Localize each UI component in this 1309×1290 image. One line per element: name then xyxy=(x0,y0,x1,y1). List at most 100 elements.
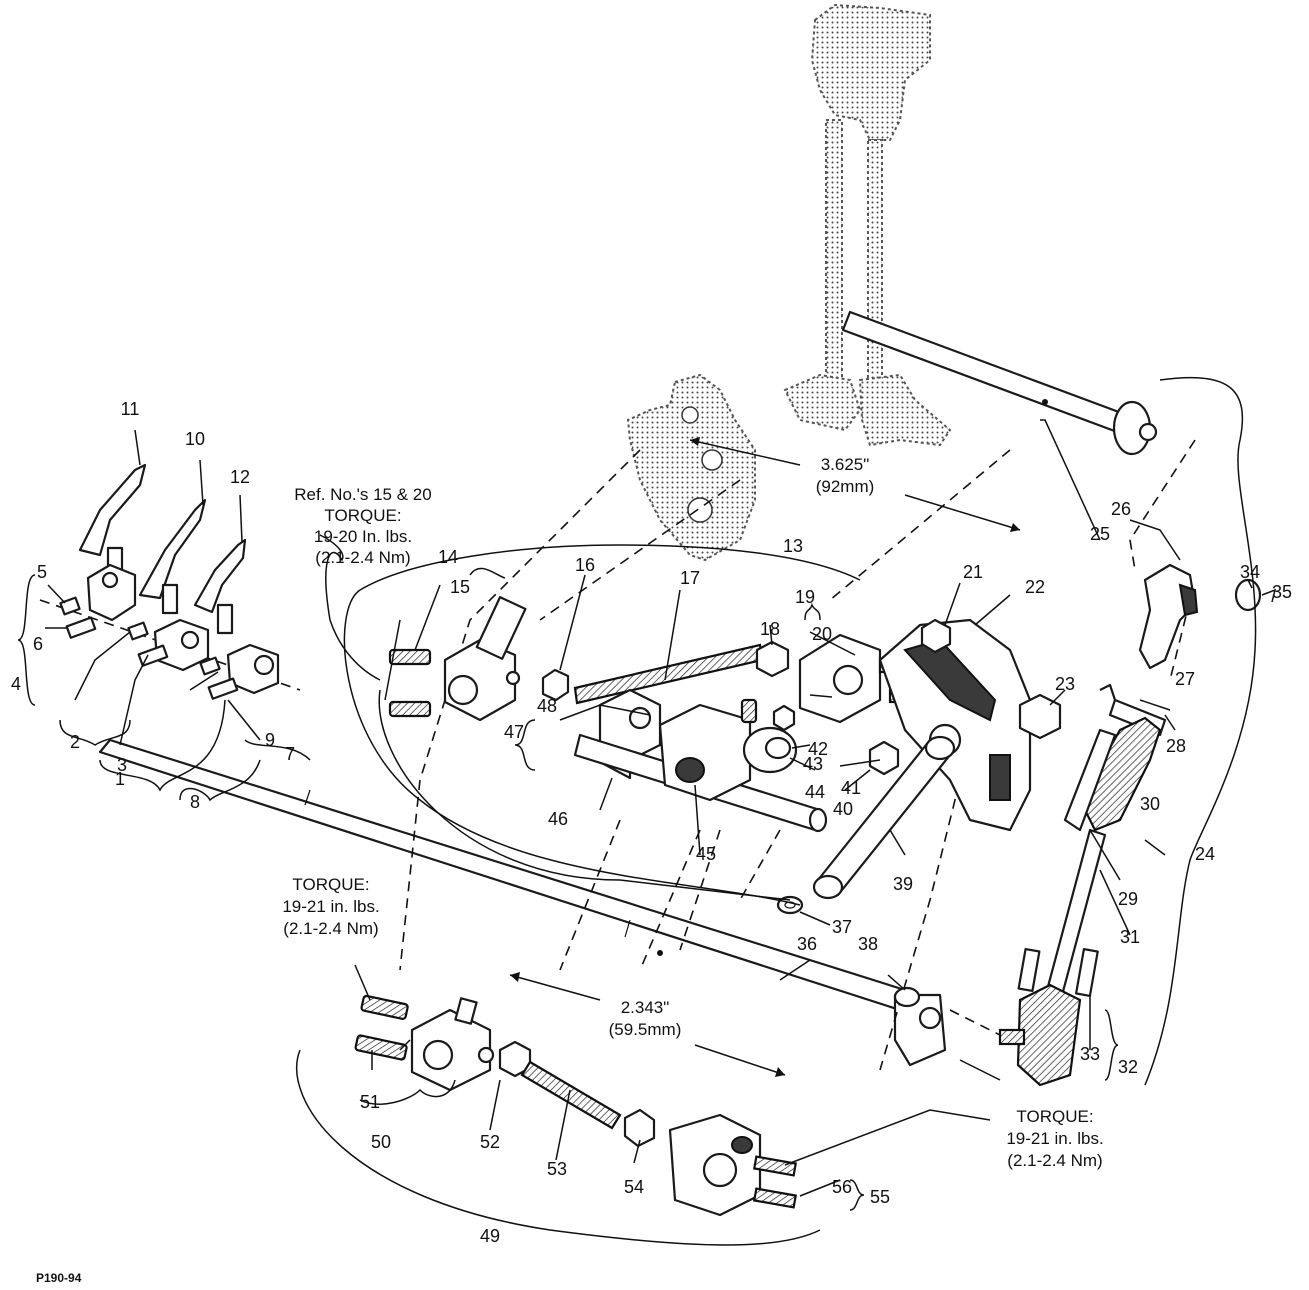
clamp-block-4 xyxy=(86,563,137,622)
screws-15 xyxy=(388,648,432,718)
ref-number-49: 49 xyxy=(480,1226,500,1246)
ref-number-22: 22 xyxy=(1025,577,1045,597)
ref-number-24: 24 xyxy=(1195,844,1215,864)
torque-note-right-line1: TORQUE: xyxy=(1016,1107,1093,1126)
ref-number-53: 53 xyxy=(547,1159,567,1179)
ref-number-21: 21 xyxy=(963,562,983,582)
ref-number-51: 51 xyxy=(360,1092,380,1112)
torque-note-15-20: Ref. No.'s 15 & 20 TORQUE: 19-20 In. lbs… xyxy=(294,485,431,567)
torque-note-left-line1: TORQUE: xyxy=(292,875,369,894)
ref-number-34: 34 xyxy=(1240,562,1260,582)
link-29 xyxy=(1063,716,1166,856)
ref-number-56: 56 xyxy=(832,1177,852,1197)
collar-44 xyxy=(740,698,798,774)
ref-number-41: 41 xyxy=(841,778,861,798)
ref-number-27: 27 xyxy=(1175,669,1195,689)
ref-number-37: 37 xyxy=(832,917,852,937)
ref-number-25: 25 xyxy=(1090,524,1110,544)
ref-number-1: 1 xyxy=(115,769,125,789)
ref-number-36: 36 xyxy=(797,934,817,954)
nut-21 xyxy=(920,618,952,654)
torque-note-left-line3: (2.1-2.4 Nm) xyxy=(283,919,378,938)
braces xyxy=(17,376,1257,1246)
ref-number-46: 46 xyxy=(548,809,568,829)
ref-number-3: 3 xyxy=(117,755,127,775)
ref-number-32: 32 xyxy=(1118,1057,1138,1077)
ref-number-28: 28 xyxy=(1166,736,1186,756)
ref-number-29: 29 xyxy=(1118,889,1138,909)
torque-note-left: TORQUE: 19-21 in. lbs. (2.1-2.4 Nm) xyxy=(282,875,379,938)
ref-number-17: 17 xyxy=(680,568,700,588)
fork-12 xyxy=(193,538,247,635)
ghost-needle-bar-assembly xyxy=(783,3,952,447)
ref-number-35: 35 xyxy=(1272,582,1292,602)
ref-number-16: 16 xyxy=(575,555,595,575)
ref-number-55: 55 xyxy=(870,1187,890,1207)
torque-note-right-line2: 19-21 in. lbs. xyxy=(1006,1129,1103,1148)
dimension-upper-arrow xyxy=(689,437,1021,532)
torque-note-15-20-line4: (2.1-2.4 Nm) xyxy=(315,548,410,567)
nut-41 xyxy=(868,740,900,776)
reference-number-labels: 1234567891011121314151617181920212223242… xyxy=(11,399,1292,1246)
ref-number-38: 38 xyxy=(858,934,878,954)
dimension-lower-arrow xyxy=(509,972,786,1077)
nut-54 xyxy=(623,1108,656,1148)
nut-38 xyxy=(893,986,921,1008)
ref-number-11: 11 xyxy=(121,399,140,419)
ref-number-10: 10 xyxy=(185,429,205,449)
ref-number-45: 45 xyxy=(696,844,716,864)
torque-note-15-20-line3: 19-20 In. lbs. xyxy=(314,527,412,546)
ref-number-14: 14 xyxy=(438,547,458,567)
ref-number-20: 20 xyxy=(812,624,832,644)
screws-51 xyxy=(354,994,409,1061)
torque-note-15-20-line2: TORQUE: xyxy=(324,506,401,525)
nut-16 xyxy=(541,668,570,702)
torque-note-15-20-line1: Ref. No.'s 15 & 20 xyxy=(294,485,431,504)
nut-18 xyxy=(755,640,790,678)
dimension-lower-imperial: 2.343" xyxy=(621,998,670,1017)
ghost-mounting-plate xyxy=(626,373,756,562)
ref-number-4: 4 xyxy=(11,674,21,694)
clamp-32 xyxy=(998,947,1099,1087)
hub-45 xyxy=(658,703,752,802)
torque-note-left-line2: 19-21 in. lbs. xyxy=(282,897,379,916)
dimension-lower-metric: (59.5mm) xyxy=(609,1020,682,1039)
clamp-14 xyxy=(443,596,527,722)
dimension-lower: 2.343" (59.5mm) xyxy=(609,998,682,1039)
rod-53 xyxy=(520,1060,622,1130)
fork-11 xyxy=(78,463,147,580)
ref-number-9: 9 xyxy=(265,730,275,750)
ref-number-2: 2 xyxy=(70,732,80,752)
ref-number-13: 13 xyxy=(783,536,803,556)
ref-number-30: 30 xyxy=(1140,794,1160,814)
screws-left xyxy=(59,596,239,700)
ref-number-31: 31 xyxy=(1120,927,1140,947)
ref-number-18: 18 xyxy=(760,619,780,639)
clamp-50 xyxy=(410,997,495,1092)
dimension-upper-metric: (92mm) xyxy=(816,477,875,496)
block-23 xyxy=(1018,693,1062,740)
leader-lines xyxy=(45,419,1253,1197)
ref-number-42: 42 xyxy=(808,739,828,759)
torque-note-right: TORQUE: 19-21 in. lbs. (2.1-2.4 Nm) xyxy=(1006,1107,1103,1170)
ref-number-47: 47 xyxy=(504,722,524,742)
ref-number-33: 33 xyxy=(1080,1044,1100,1064)
fork-10 xyxy=(138,498,207,615)
ref-number-7: 7 xyxy=(285,744,295,764)
lever-26 xyxy=(1138,563,1199,670)
ref-number-52: 52 xyxy=(480,1132,500,1152)
ref-number-54: 54 xyxy=(624,1177,644,1197)
clamp-55 xyxy=(668,1113,798,1217)
ref-number-39: 39 xyxy=(893,874,913,894)
ref-number-26: 26 xyxy=(1111,499,1131,519)
ref-number-15: 15 xyxy=(450,577,470,597)
ref-number-6: 6 xyxy=(33,634,43,654)
dimension-upper-imperial: 3.625" xyxy=(821,455,870,474)
ref-number-5: 5 xyxy=(37,562,47,582)
ref-number-23: 23 xyxy=(1055,674,1075,694)
ref-number-48: 48 xyxy=(537,696,557,716)
ref-number-19: 19 xyxy=(795,587,815,607)
torque-note-right-line3: (2.1-2.4 Nm) xyxy=(1007,1151,1102,1170)
ref-number-50: 50 xyxy=(371,1132,391,1152)
